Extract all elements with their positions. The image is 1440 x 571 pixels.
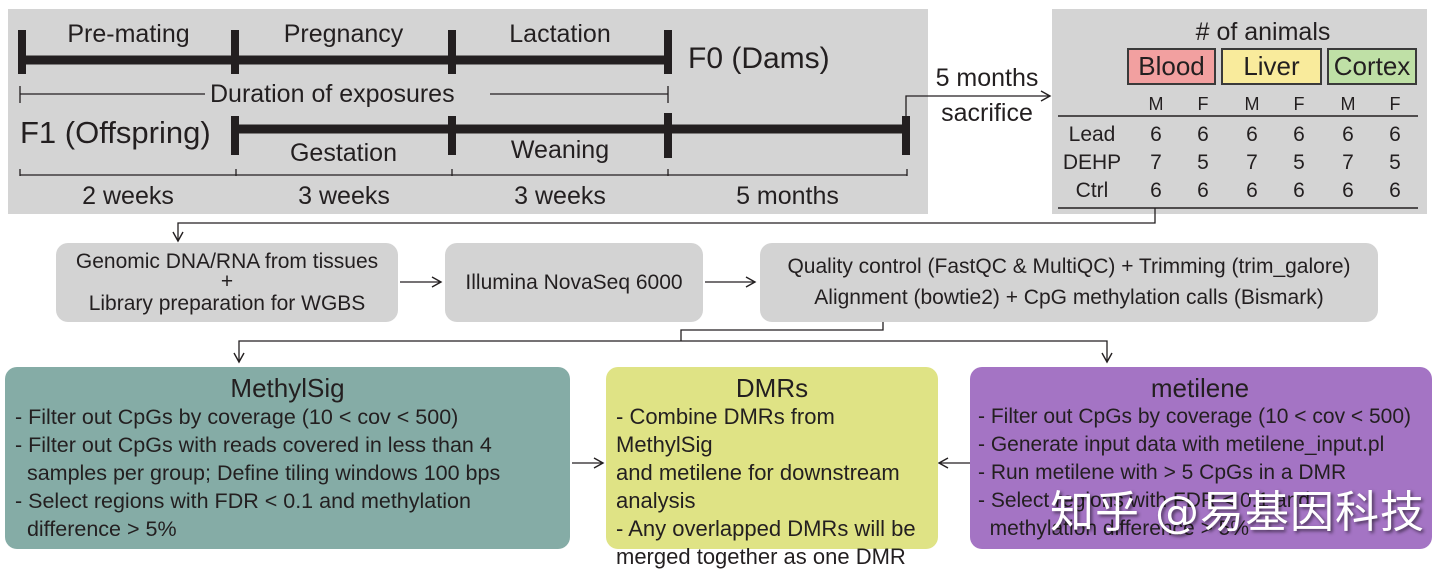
sacrifice-label-line2: sacrifice (941, 99, 1033, 127)
dmrs-step: merged together as one DMR (616, 544, 906, 569)
table-cell: 7 (1342, 151, 1354, 174)
animals-table-panel (1052, 9, 1427, 214)
dmrs-step: - Any overlapped DMRs will be (616, 516, 916, 541)
methylsig-step: - Filter out CpGs with reads covered in … (15, 433, 492, 457)
table-cell: 6 (1389, 123, 1401, 146)
row-label: DEHP (1062, 151, 1122, 174)
methylsig-box: MethylSig - Filter out CpGs by coverage … (5, 367, 570, 549)
phase-label-gestation: Gestation (289, 139, 397, 167)
methylsig-step: - Select regions with FDR < 0.1 and meth… (15, 489, 471, 513)
duration-label: 2 weeks (82, 182, 174, 210)
step-dna-library-prep: Genomic DNA/RNA from tissues + Library p… (56, 243, 398, 322)
step2-label: Illumina NovaSeq 6000 (465, 270, 683, 294)
methylsig-steps: - Filter out CpGs by coverage (10 < cov … (15, 403, 560, 543)
sex-header: F (1389, 94, 1401, 114)
methylsig-step: - Filter out CpGs by coverage (10 < cov … (15, 405, 459, 429)
metilene-step: - Filter out CpGs by coverage (10 < cov … (978, 405, 1412, 428)
phase-label-lactation: Lactation (509, 20, 611, 48)
row-label: Ctrl (1075, 179, 1109, 202)
metilene-step: methylation difference > 5% (978, 517, 1250, 540)
table-cell: 6 (1197, 123, 1209, 146)
to-metilene-arrow (681, 340, 1113, 364)
dmrs-box: DMRs - Combine DMRs from MethylSig and m… (606, 367, 938, 569)
tissue-header-blood: Blood (1127, 48, 1216, 85)
duration-label: 5 months (736, 182, 839, 210)
table-cell: 6 (1342, 123, 1354, 146)
sex-header: F (1197, 94, 1209, 114)
table-cell: 5 (1389, 151, 1401, 174)
table-title: # of animals (1195, 18, 1331, 46)
step-qc-alignment: Quality control (FastQC & MultiQC) + Tri… (760, 243, 1378, 322)
dmrs-step: and metilene for downstream (616, 460, 900, 485)
tissue-header-cortex: Cortex (1327, 48, 1417, 85)
sex-header: M (1148, 94, 1164, 114)
step1-line1: Genomic DNA/RNA from tissues (75, 249, 379, 273)
methylsig-step: difference > 5% (15, 517, 177, 541)
table-cell: 5 (1293, 151, 1305, 174)
table-cell: 6 (1293, 179, 1305, 202)
dmrs-title: DMRs (735, 373, 809, 403)
step1-line2: Library preparation for WGBS (88, 291, 366, 315)
sex-header: M (1340, 94, 1356, 114)
exposure-label: Duration of exposures (210, 80, 455, 108)
metilene-step: - Generate input data with metilene_inpu… (978, 433, 1385, 456)
tissue-header-liver: Liver (1221, 48, 1322, 85)
step3-line1: Quality control (FastQC & MultiQC) + Tri… (787, 255, 1351, 279)
table-cell: 5 (1197, 151, 1209, 174)
table-cell: 7 (1150, 151, 1162, 174)
table-cell: 6 (1150, 123, 1162, 146)
table-cell: 6 (1197, 179, 1209, 202)
to-methylsig-arrow (233, 340, 681, 364)
watermark: 知乎 @易基因科技 (1050, 487, 1425, 538)
table-cell: 6 (1150, 179, 1162, 202)
step3-line2: Alignment (bowtie2) + CpG methylation ca… (814, 285, 1324, 309)
dmrs-step: - Combine DMRs from MethylSig (616, 404, 835, 457)
table-cell: 6 (1389, 179, 1401, 202)
duration-label: 3 weeks (298, 182, 390, 210)
dmrs-step: analysis (616, 488, 696, 513)
metilene-step: - Run metilene with > 5 CpGs in a DMR (978, 461, 1347, 484)
sex-header: F (1293, 94, 1305, 114)
phase-label-weaning: Weaning (510, 136, 610, 164)
metilene-title: metilene (1150, 373, 1250, 403)
phase-label-pregnancy: Pregnancy (283, 20, 404, 48)
phase-label-pre-mating: Pre-mating (67, 20, 190, 48)
sacrifice-label-line1: 5 months (935, 64, 1039, 92)
table-cell: 6 (1293, 123, 1305, 146)
methylsig-title: MethylSig (230, 373, 345, 403)
step-sequencing: Illumina NovaSeq 6000 (445, 243, 703, 322)
methylsig-step: samples per group; Define tiling windows… (15, 461, 501, 485)
f1-label: F1 (Offspring) (20, 115, 211, 150)
table-cell: 6 (1342, 179, 1354, 202)
step1-plus: + (220, 270, 234, 294)
sex-header: M (1244, 94, 1260, 114)
timeline-panel (8, 9, 928, 214)
table-cell: 6 (1246, 123, 1258, 146)
f0-label: F0 (Dams) (688, 42, 830, 75)
dmrs-steps: - Combine DMRs from MethylSig and metile… (616, 403, 928, 571)
duration-label: 3 weeks (514, 182, 606, 210)
metilene-box: metilene - Filter out CpGs by coverage (… (970, 367, 1432, 549)
row-label: Lead (1068, 123, 1116, 146)
table-cell: 6 (1246, 179, 1258, 202)
table-cell: 7 (1246, 151, 1258, 174)
metilene-step: - Select regions with FDR < 0.1 and (978, 489, 1311, 512)
metilene-steps: - Filter out CpGs by coverage (10 < cov … (978, 403, 1422, 543)
